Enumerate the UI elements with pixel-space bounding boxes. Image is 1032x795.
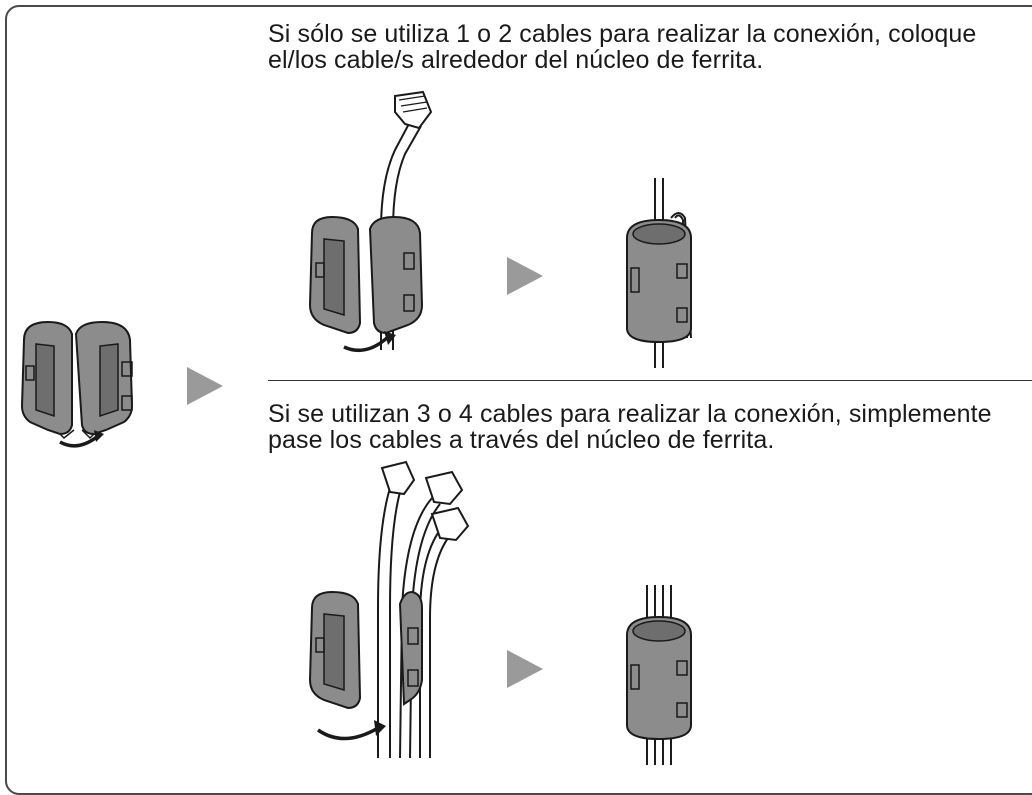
closed-ferrite-core-icon bbox=[626, 178, 692, 368]
instruction-one-two-cables: Si sólo se utiliza 1 o 2 cables para rea… bbox=[268, 20, 977, 74]
step-arrow-icon bbox=[507, 650, 543, 688]
open-ferrite-core-icon bbox=[20, 320, 134, 448]
section-divider bbox=[268, 380, 1032, 381]
open-ferrite-core-icon bbox=[308, 590, 423, 741]
closed-ferrite-core-icon bbox=[626, 585, 692, 765]
open-ferrite-core-icon bbox=[308, 215, 424, 353]
step-arrow-icon bbox=[507, 257, 543, 295]
step-arrow-icon bbox=[187, 367, 223, 405]
instruction-three-four-cables: Si se utilizan 3 o 4 cables para realiza… bbox=[268, 400, 992, 454]
